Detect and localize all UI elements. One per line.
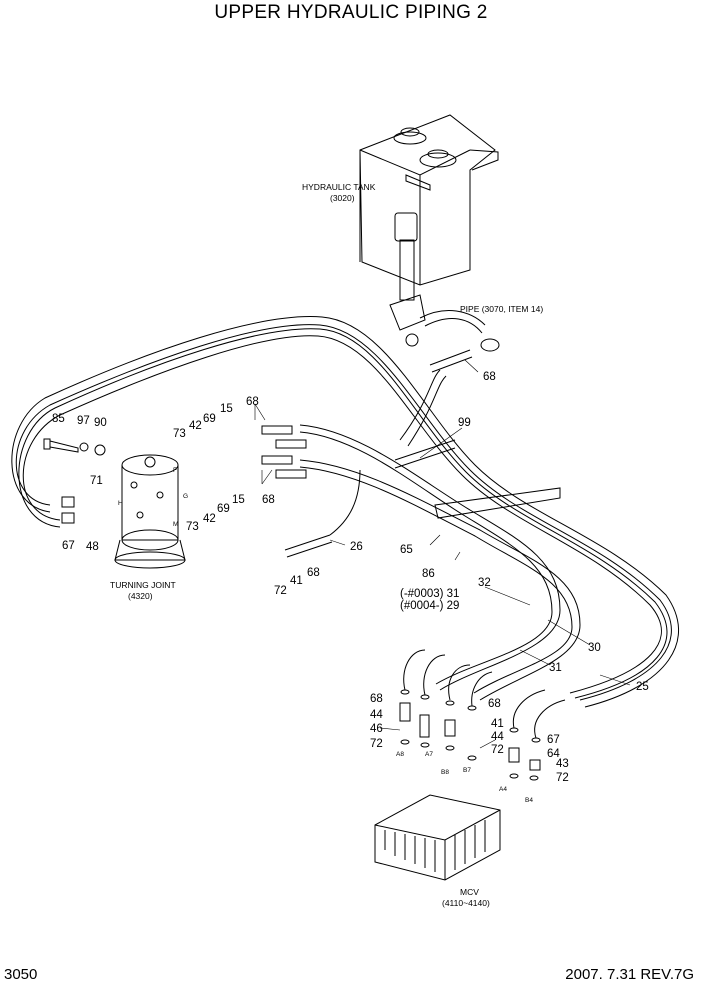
page-number: 3050 — [4, 966, 38, 983]
port-b8: B8 — [441, 769, 449, 776]
callout-68-bot: 68 — [262, 494, 275, 506]
bolt-85 — [43, 438, 106, 456]
callout-99: 99 — [458, 417, 471, 429]
port-a8: A8 — [396, 751, 404, 758]
joint-hose-fittings — [61, 425, 361, 558]
callout-44-b8: 44 — [491, 731, 504, 743]
callout-68-a8: 68 — [370, 693, 383, 705]
callout-43: 43 — [556, 758, 569, 770]
callout-42-top: 42 — [189, 420, 202, 432]
callout-25: 25 — [636, 681, 649, 693]
clamp-bar — [394, 439, 561, 519]
mcv-fittings — [399, 649, 566, 781]
port-a4: A4 — [499, 786, 507, 793]
callout-65: 65 — [400, 544, 413, 556]
leader-lines — [254, 359, 631, 749]
callout-72-a4: 72 — [556, 772, 569, 784]
callout-41-b8: 41 — [491, 718, 504, 730]
callout-72-b8: 72 — [491, 744, 504, 756]
callout-71: 71 — [90, 475, 103, 487]
revision-date: 2007. 7.31 REV.7G — [565, 966, 694, 983]
callout-32: 32 — [478, 577, 491, 589]
port-g: G — [183, 493, 188, 500]
callout-68-tank: 68 — [483, 371, 496, 383]
callout-64: 64 — [547, 748, 560, 760]
hydraulic-tank-number: (3020) — [330, 193, 355, 203]
pipe-label: PIPE (3070, ITEM 14) — [460, 304, 543, 314]
port-a7: A7 — [425, 751, 433, 758]
callout-72-mid: 72 — [274, 585, 287, 597]
callout-15-bot: 15 — [232, 494, 245, 506]
callout-90: 90 — [94, 417, 107, 429]
turning-joint-label: TURNING JOINT — [110, 580, 176, 590]
callout-30: 30 — [588, 642, 601, 654]
callout-73-bot: 73 — [186, 521, 199, 533]
mcv-number: (4110~4140) — [442, 898, 490, 908]
port-m: M — [173, 521, 178, 528]
callout-68-mid: 68 — [307, 567, 320, 579]
hose-bundle — [11, 316, 679, 708]
callout-85: 85 — [52, 413, 65, 425]
port-b4: B4 — [525, 797, 533, 804]
page-title: UPPER HYDRAULIC PIPING 2 — [214, 2, 488, 23]
callout-15-top: 15 — [220, 403, 233, 415]
callout-68-top: 68 — [246, 396, 259, 408]
callout-68-b8: 68 — [488, 698, 501, 710]
callout-69-bot: 69 — [217, 503, 230, 515]
tank-pipe — [419, 310, 500, 373]
callout-46: 46 — [370, 723, 383, 735]
hydraulic-tank — [359, 114, 499, 347]
callout-67: 67 — [62, 540, 75, 552]
callout-42-bot: 42 — [203, 513, 216, 525]
callout-73-top: 73 — [173, 428, 186, 440]
mcv-valve — [374, 794, 501, 881]
port-labels: A8 A7 B8 B7 A4 B4 — [396, 751, 533, 804]
callout-72-a8: 72 — [370, 738, 383, 750]
callout-67-a4: 67 — [547, 734, 560, 746]
port-h: H — [118, 500, 123, 507]
serial-label-a: (-#0003) 31 — [400, 588, 459, 600]
hydraulic-tank-label: HYDRAULIC TANK — [302, 182, 376, 192]
callout-44-a8: 44 — [370, 709, 383, 721]
callout-69-top: 69 — [203, 413, 216, 425]
serial-label-b: (#0004-) 29 — [400, 600, 459, 612]
port-b7: B7 — [463, 767, 471, 774]
mcv-label: MCV — [460, 887, 479, 897]
callout-48: 48 — [86, 541, 99, 553]
turning-joint — [114, 454, 186, 569]
turning-joint-number: (4320) — [128, 591, 153, 601]
callout-numbers: 68 99 85 97 90 73 42 69 15 68 71 H F G M… — [52, 371, 649, 784]
port-f: F — [173, 467, 177, 474]
callout-97: 97 — [77, 415, 90, 427]
callout-41-mid: 41 — [290, 575, 303, 587]
callout-26: 26 — [350, 541, 363, 553]
callout-86: 86 — [422, 568, 435, 580]
callout-31: 31 — [549, 662, 562, 674]
